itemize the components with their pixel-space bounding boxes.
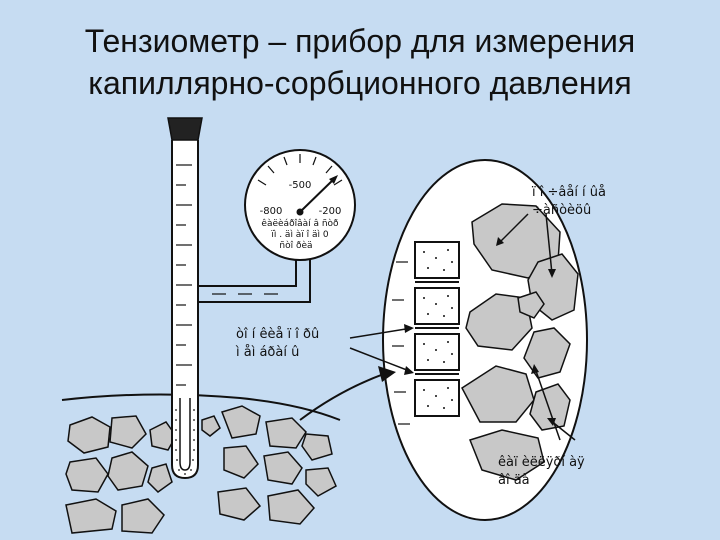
pore-water-dots — [423, 249, 453, 409]
magnified-soil-particles — [461, 203, 579, 481]
magnify-arrow — [299, 373, 385, 421]
magnified-view — [382, 159, 588, 521]
gauge-needle — [299, 177, 336, 213]
magnify-arrow-head — [378, 366, 396, 382]
tube-label-line-2: ì åì áðàí û — [235, 345, 299, 360]
title-line-1: Тензиометр – прибор для измерения — [84, 23, 636, 59]
tube-cap — [167, 117, 203, 141]
capillary-water-label-line-2: âî äà — [498, 473, 530, 488]
soil-particles-label-line-1: ï î ÷âåí í ûå — [531, 185, 606, 200]
water-dashes — [392, 261, 410, 425]
capillary-water-label-line-1: êàï èëëÿðí àÿ — [498, 455, 585, 470]
porous-cup-dots — [175, 409, 195, 475]
soil-stones — [65, 405, 337, 534]
ground-surface-line — [61, 393, 341, 421]
connecting-pipe — [198, 258, 311, 303]
gauge-tick-left: -800 — [260, 206, 283, 217]
gauge-pivot — [296, 208, 304, 216]
gauge-tick-top: -500 — [289, 180, 312, 191]
pressure-gauge: -500 -800 -200 êàëèáðîâàí â ñòð ïì . äì … — [244, 149, 356, 261]
tube-water-marks — [176, 164, 192, 386]
slide-title: Тензиометр – прибор для измерения капилл… — [0, 20, 720, 104]
title-line-2: капиллярно-сорбционного давления — [88, 65, 632, 101]
soil-particles-label-line-2: ÷àñòèöû — [532, 203, 591, 218]
gauge-tick-right: -200 — [319, 206, 342, 217]
gauge-caption-line-1: êàëèáðîâàí â ñòð — [261, 218, 339, 229]
gauge-caption-line-3: ñòî ðèä — [279, 240, 312, 251]
tensiometer-tube — [171, 140, 199, 480]
label-arrow-heads — [404, 237, 556, 426]
tube-label-line-1: òî í êèå ï î ðû — [236, 327, 319, 342]
membrane-pores — [414, 241, 460, 417]
label-arrows — [349, 213, 576, 441]
gauge-needle-tip — [329, 175, 338, 184]
gauge-caption-line-2: ïì . äì àï î äì 0 — [270, 230, 329, 240]
